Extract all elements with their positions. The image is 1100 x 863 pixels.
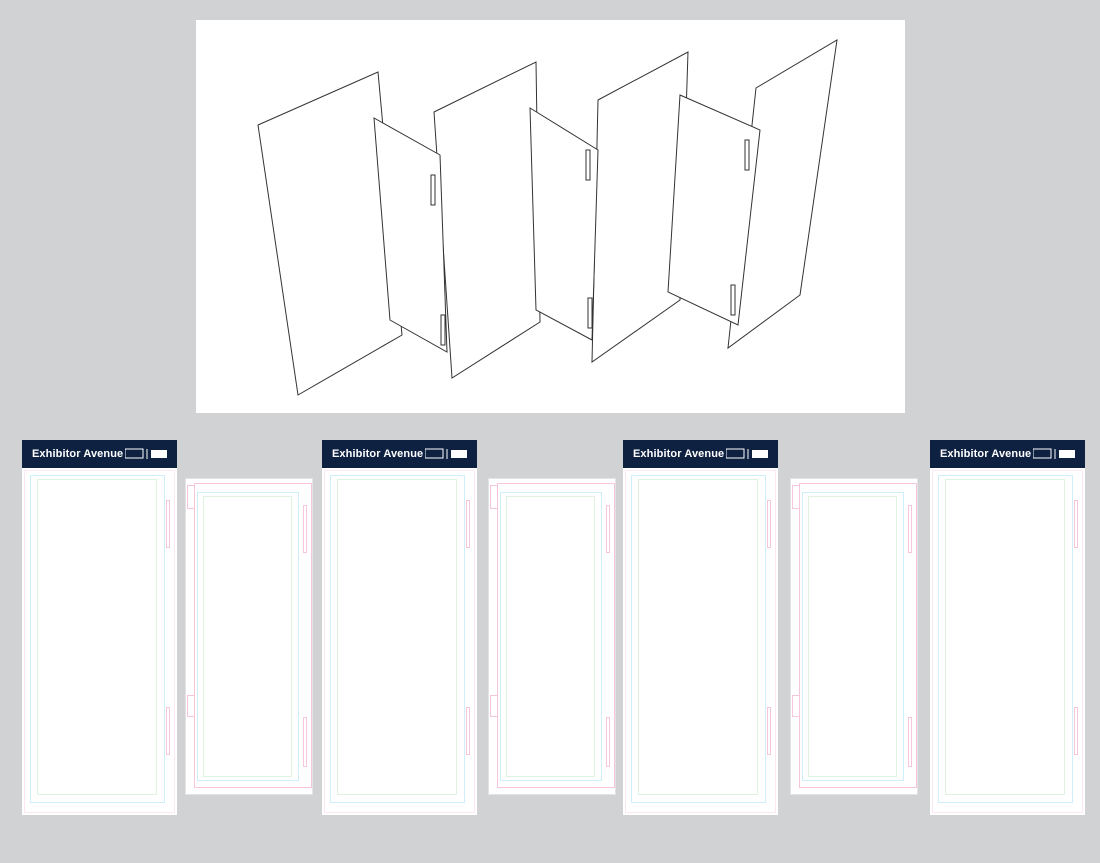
safe-line xyxy=(330,475,465,803)
bleed-line xyxy=(625,470,776,813)
safe-line xyxy=(197,492,299,781)
hinge-tab xyxy=(187,485,195,509)
safe-line xyxy=(938,475,1073,803)
hinge-tab xyxy=(792,485,800,509)
safe-line xyxy=(631,475,766,803)
panel-3d-4 xyxy=(529,107,599,341)
live-line xyxy=(337,479,457,795)
hinge-tab xyxy=(490,485,498,509)
panel-header: Exhibitor Avenue xyxy=(930,440,1085,468)
hinge xyxy=(744,139,750,171)
hinge xyxy=(440,314,446,346)
tall-panel: Exhibitor Avenue xyxy=(322,440,477,815)
tall-panel: Exhibitor Avenue xyxy=(930,440,1085,815)
safe-line xyxy=(500,492,602,781)
hinge xyxy=(585,149,591,181)
tall-panel: Exhibitor Avenue xyxy=(623,440,778,815)
bleed-line xyxy=(497,483,615,788)
iste-logo xyxy=(1033,448,1075,459)
hinge-tab xyxy=(792,695,800,717)
panel-3d-1 xyxy=(257,71,403,396)
hinge-slot xyxy=(466,707,470,755)
safe-line xyxy=(30,475,165,803)
panel-3d-6 xyxy=(667,94,761,326)
bleed-line xyxy=(24,470,175,813)
live-line xyxy=(506,496,595,777)
hinge-slot xyxy=(166,500,170,548)
panel-header: Exhibitor Avenue xyxy=(623,440,778,468)
panel-header-title: Exhibitor Avenue xyxy=(940,448,1032,460)
panel-header: Exhibitor Avenue xyxy=(322,440,477,468)
panel-3d-3 xyxy=(433,61,541,379)
hinge-slot xyxy=(606,717,610,767)
hinge-slot xyxy=(1074,707,1078,755)
hinge-slot xyxy=(767,707,771,755)
booth-3d-drawing xyxy=(257,39,838,396)
hinge-tab xyxy=(187,695,195,717)
panel-header: Exhibitor Avenue xyxy=(22,440,177,468)
short-panel xyxy=(790,478,918,795)
live-line xyxy=(203,496,292,777)
iste-logo xyxy=(726,448,768,459)
hinge xyxy=(430,174,436,206)
panel-3d-2 xyxy=(373,117,448,353)
iste-logo xyxy=(125,448,167,459)
hinge-slot xyxy=(908,717,912,767)
hinge-slot xyxy=(606,505,610,553)
bleed-line xyxy=(324,470,475,813)
live-line xyxy=(37,479,157,795)
hinge xyxy=(587,297,593,329)
panel-header-title: Exhibitor Avenue xyxy=(32,448,124,460)
tall-panel: Exhibitor Avenue xyxy=(22,440,177,815)
live-line xyxy=(945,479,1065,795)
safe-line xyxy=(802,492,904,781)
live-line xyxy=(638,479,758,795)
hinge-slot xyxy=(466,500,470,548)
panel-header-title: Exhibitor Avenue xyxy=(633,448,725,460)
hinge-slot xyxy=(767,500,771,548)
panel-header-title: Exhibitor Avenue xyxy=(332,448,424,460)
hinge-slot xyxy=(303,717,307,767)
hinge xyxy=(730,284,736,316)
hinge-slot xyxy=(303,505,307,553)
bleed-line xyxy=(932,470,1083,813)
bleed-line xyxy=(799,483,917,788)
bleed-line xyxy=(194,483,312,788)
live-line xyxy=(808,496,897,777)
hinge-slot xyxy=(166,707,170,755)
3d-render-area xyxy=(196,20,905,413)
short-panel xyxy=(488,478,616,795)
hinge-tab xyxy=(490,695,498,717)
iste-logo xyxy=(425,448,467,459)
short-panel xyxy=(185,478,313,795)
hinge-slot xyxy=(908,505,912,553)
hinge-slot xyxy=(1074,500,1078,548)
